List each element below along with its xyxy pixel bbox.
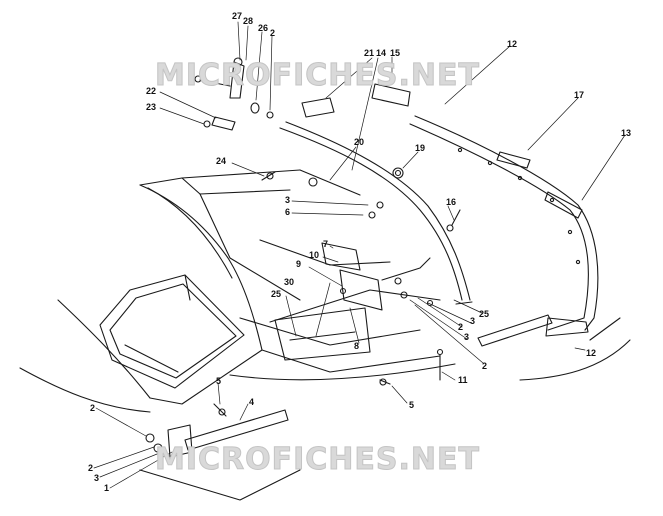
headlight-opening (99, 274, 245, 389)
callout-16: 16 (446, 197, 457, 207)
callout-14: 14 (376, 48, 387, 58)
callout-22: 22 (146, 86, 157, 96)
bolt-24 (261, 171, 276, 181)
callout-27: 27 (232, 11, 243, 21)
callout-12: 12 (507, 39, 518, 49)
callout-2-lower-b: 2 (88, 463, 94, 473)
callout-13: 13 (621, 128, 632, 138)
pin-11 (436, 348, 444, 381)
bracket-17 (496, 151, 531, 169)
washer-19 (392, 167, 404, 179)
callout-30: 30 (284, 277, 295, 287)
callout-2-right: 2 (482, 361, 488, 371)
watermark-bottom: MICROFICHES.NET (155, 442, 480, 478)
callout-2-lower-a: 2 (90, 403, 96, 413)
callout-28: 28 (243, 16, 254, 26)
bolt-25a (308, 177, 318, 187)
callout-24: 24 (216, 156, 227, 166)
bolt-16 (446, 209, 461, 232)
callout-9: 9 (296, 259, 302, 269)
callout-15: 15 (390, 48, 401, 58)
leader-lines (93, 21, 626, 489)
plate-15 (371, 83, 411, 107)
bracket-13 (544, 191, 583, 219)
callout-11: 11 (458, 375, 468, 385)
callout-20: 20 (354, 137, 365, 147)
bumper-lower-strip (477, 314, 553, 347)
grille-panel (274, 307, 371, 361)
callout-7: 7 (323, 239, 329, 249)
callout-10: 10 (309, 250, 320, 260)
callout-12-bracket: 12 (586, 348, 597, 358)
hardware-cluster-top (194, 57, 274, 119)
callout-19: 19 (415, 143, 426, 153)
callout-25: 25 (479, 309, 490, 319)
lower-bracket-assembly (139, 403, 301, 501)
callout-6: 6 (285, 207, 291, 217)
callout-8: 8 (354, 341, 360, 351)
callout-5-left: 5 (216, 376, 222, 386)
callout-17: 17 (574, 90, 585, 100)
callout-4: 4 (249, 397, 255, 407)
callout-3-lower: 3 (94, 473, 100, 483)
callout-25-left: 25 (271, 289, 282, 299)
callout-2: 2 (270, 28, 276, 38)
callout-1: 1 (104, 483, 110, 493)
bracket-12-group (519, 317, 631, 381)
hood-body-panel (19, 169, 456, 413)
bumper-bar (409, 115, 599, 337)
inner-bumper-bar (279, 121, 473, 305)
callout-5-center: 5 (409, 400, 415, 410)
callout-23: 23 (146, 102, 157, 112)
callout-3: 3 (285, 195, 291, 205)
hardware-22-23 (203, 116, 236, 131)
callout-3-mid: 3 (470, 316, 476, 326)
callout-26: 26 (258, 23, 269, 33)
callout-2-mid: 2 (458, 322, 464, 332)
bolt-5-center (379, 378, 391, 386)
bolts-3-6 (368, 201, 384, 219)
callout-3-low: 3 (464, 332, 470, 342)
bracket-21 (301, 97, 335, 118)
callout-21: 21 (364, 48, 375, 58)
watermark-top: MICROFICHES.NET (155, 58, 480, 94)
